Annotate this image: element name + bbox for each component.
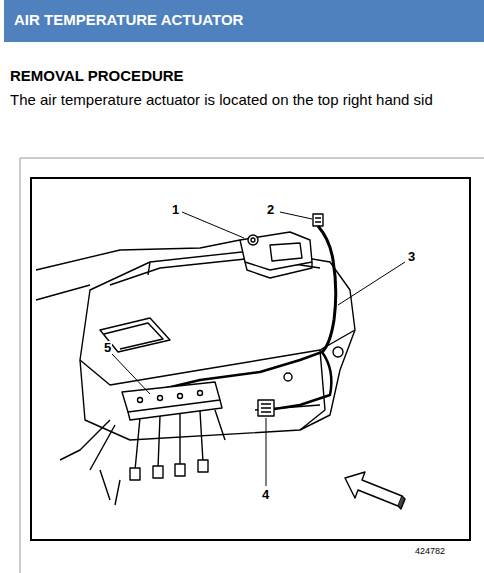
callout-number: 3 (407, 250, 416, 264)
callout-number: 2 (266, 203, 275, 217)
callout-number: 1 (171, 203, 180, 217)
section-heading: REMOVAL PROCEDURE (10, 67, 184, 84)
callout-number: 4 (261, 488, 270, 502)
callout-number: 5 (103, 341, 112, 355)
body-text: The air temperature actuator is located … (10, 91, 433, 108)
page-title: AIR TEMPERATURE ACTUATOR (14, 11, 243, 28)
figure-number: 424782 (415, 546, 445, 556)
